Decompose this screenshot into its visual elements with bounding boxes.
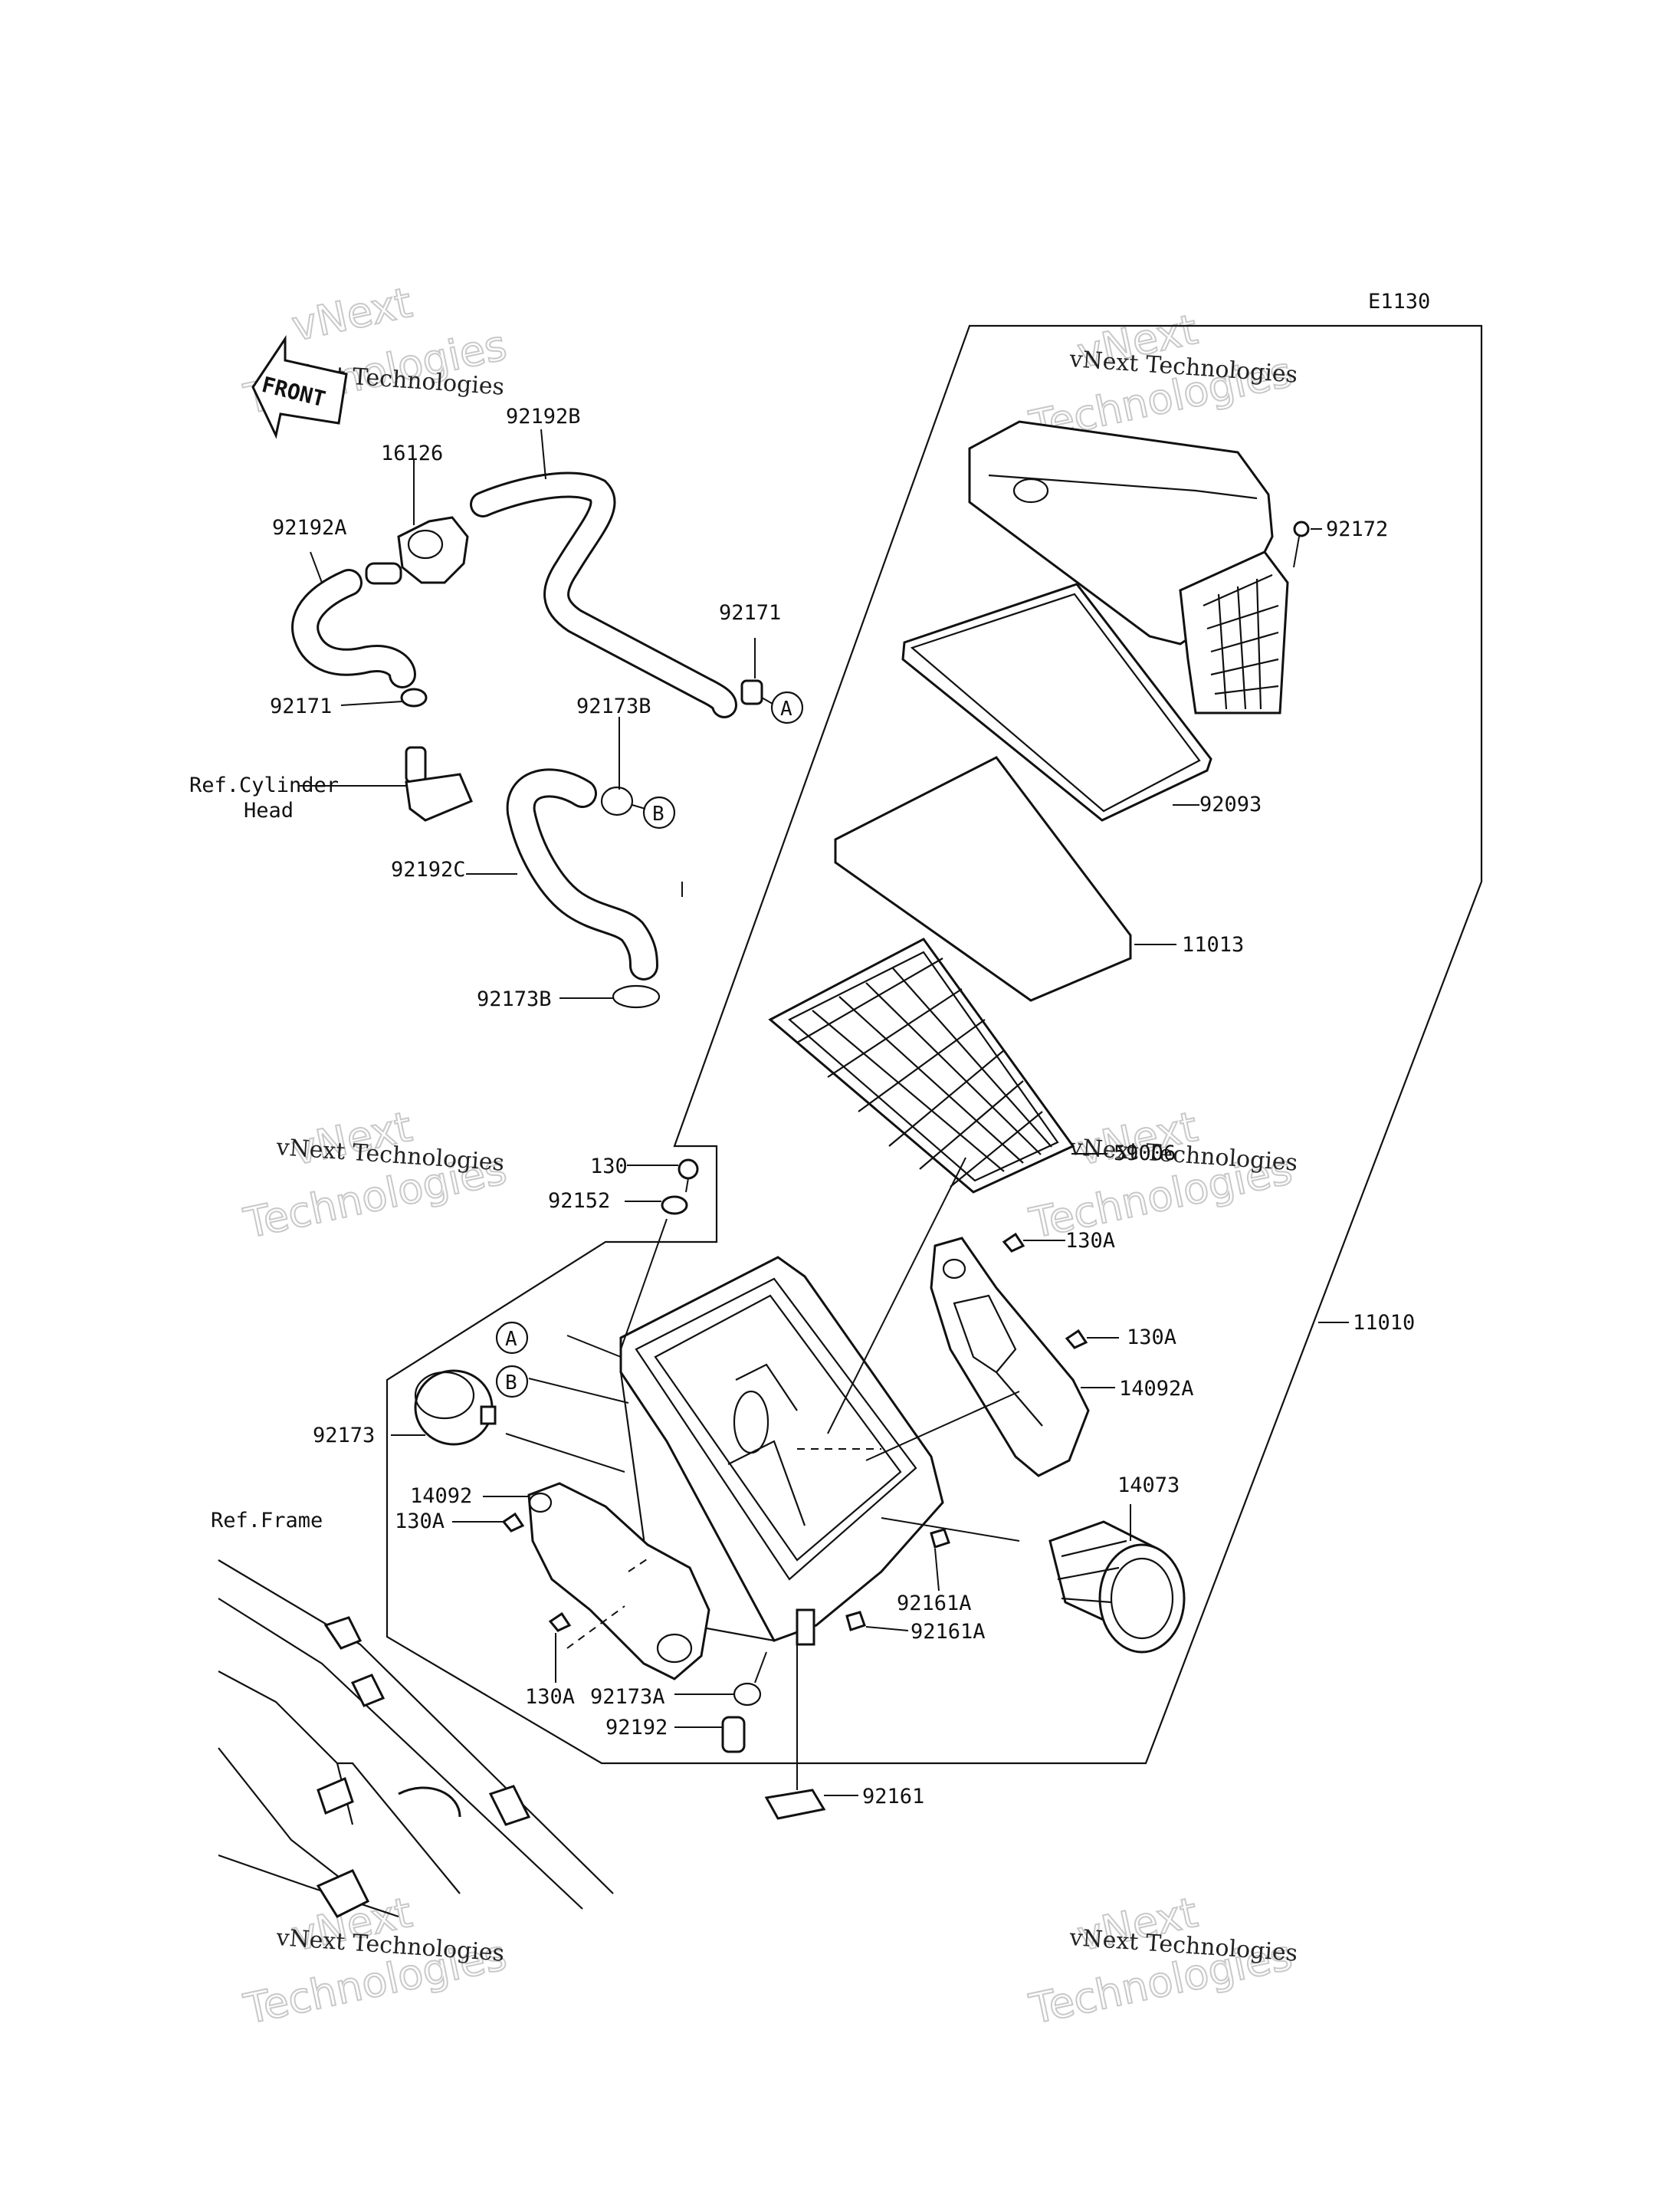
bolt-130A-bottom [548, 1611, 572, 1632]
clip-92171-right [740, 679, 763, 705]
part-label: 92161A [897, 1592, 972, 1615]
drain-plug-92192 [721, 1716, 746, 1753]
clamp-92173B-upper [600, 786, 634, 816]
screw-92172 [1293, 521, 1310, 568]
ref-frame [218, 1559, 614, 1918]
ref-frame-label: Ref.Frame [211, 1509, 323, 1532]
airbox-cover [968, 420, 1289, 715]
diagram-code: E1130 [1368, 290, 1430, 314]
callout-A-left: A [495, 1321, 529, 1355]
valve-16126 [365, 516, 469, 585]
callout-A-right: A [761, 691, 804, 724]
front-arrow: FRONT [251, 335, 348, 439]
part-label: 92173 [313, 1424, 375, 1447]
bracket-14092 [527, 1482, 710, 1680]
part-label: 130A [1127, 1326, 1176, 1349]
part-label: 92192B [506, 405, 581, 429]
grommet-92161A-lower [845, 1611, 866, 1631]
grommet-92161A-upper [930, 1528, 950, 1549]
part-label: 59006 [1114, 1142, 1176, 1165]
gasket-92093 [901, 583, 1212, 822]
ref-cylinder-head-label: Head [244, 799, 294, 823]
part-label: 92173B [477, 987, 552, 1011]
part-label: 14073 [1117, 1473, 1180, 1497]
washer-92152 [661, 1195, 688, 1215]
hose-92192A [291, 569, 416, 688]
svg-text:A: A [505, 1328, 517, 1351]
svg-text:A: A [780, 698, 792, 721]
clamp-92173A [733, 1682, 762, 1707]
dashed-leaders [566, 1448, 881, 1649]
svg-text:B: B [505, 1372, 517, 1395]
clamp-92173B-lower [612, 984, 661, 1009]
part-label: 130A [525, 1685, 575, 1709]
part-label: 92172 [1326, 517, 1388, 541]
part-label: 92161 [862, 1785, 924, 1808]
part-label: 92192C [391, 858, 466, 882]
part-label: 16126 [381, 442, 443, 465]
part-label: 92161A [911, 1620, 986, 1644]
part-label: 14092A [1119, 1377, 1194, 1401]
part-label: 11010 [1353, 1311, 1415, 1335]
part-label: 92152 [548, 1189, 610, 1213]
leader-lines [299, 429, 1349, 1796]
pad-92161 [764, 1789, 826, 1820]
cylinder-head-fitting [405, 746, 473, 822]
part-label: 92173A [590, 1685, 665, 1709]
hose-92192C [506, 768, 658, 981]
part-label: 130 [590, 1155, 628, 1178]
bolt-130A-middle [1065, 1329, 1088, 1349]
part-label: 11013 [1182, 933, 1244, 957]
airbox-boundary [386, 324, 1483, 1765]
bolt-130A-left [501, 1512, 525, 1532]
part-label: 92171 [719, 601, 781, 625]
part-label: 130A [1065, 1229, 1115, 1253]
duct-cover-14092A [930, 1237, 1090, 1477]
airbox-case [619, 1256, 944, 1646]
part-label: 130A [395, 1509, 445, 1533]
callout-B-right: B [632, 796, 676, 829]
part-label: 92192A [272, 516, 347, 540]
hose-92192B [470, 471, 737, 718]
watermark-outline-top: vNext [287, 278, 415, 350]
part-label: 92171 [270, 695, 332, 718]
part-label: 14092 [410, 1484, 472, 1508]
screen-59006 [768, 938, 1075, 1194]
clip-92171-left [400, 688, 428, 708]
ref-cylinder-head-label: Ref.Cylinder [189, 774, 339, 797]
bolt-130 [678, 1158, 699, 1193]
duct-14073 [1048, 1520, 1186, 1654]
clamp-92173 [414, 1369, 497, 1446]
part-label: 92093 [1199, 793, 1262, 816]
part-label: 92192 [605, 1716, 668, 1739]
svg-text:B: B [652, 803, 664, 826]
bolt-130A-upper [1002, 1232, 1025, 1253]
part-label: 92173B [576, 695, 651, 718]
callout-B-left: B [495, 1365, 529, 1398]
